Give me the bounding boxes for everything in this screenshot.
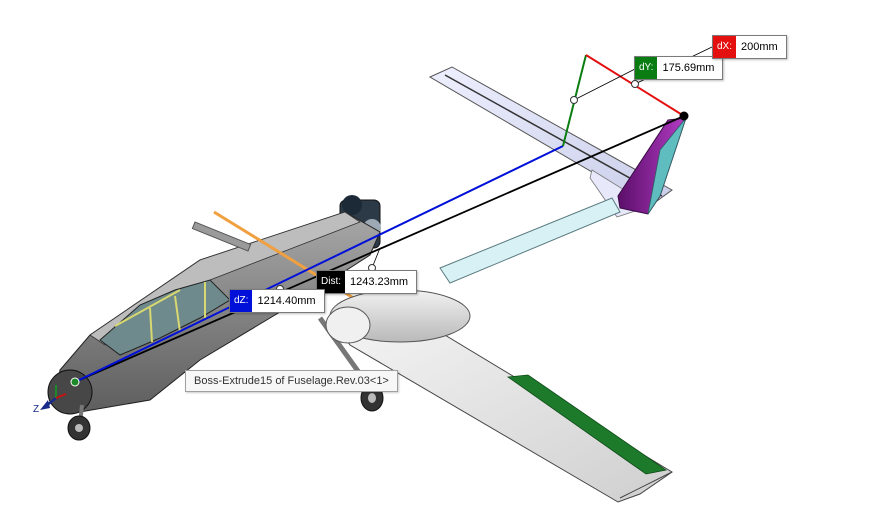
dz-value: 1214.40mm: [252, 290, 324, 312]
dist-callout[interactable]: Dist: 1243.23mm: [316, 270, 418, 294]
engine-pod: [325, 289, 471, 344]
dy-key: dY:: [635, 57, 658, 79]
dy-value: 175.69mm: [657, 57, 723, 79]
dist-key: Dist:: [317, 271, 345, 293]
main-wing: [339, 319, 673, 503]
dz-key: dZ:: [230, 290, 253, 312]
dist-value: 1243.23mm: [345, 271, 417, 293]
dy-callout[interactable]: dY: 175.69mm: [634, 56, 724, 80]
tail-boom: [439, 197, 621, 284]
dx-value: 200mm: [736, 36, 786, 58]
dx-key: dX:: [713, 36, 737, 58]
z-axis-label: Z: [33, 404, 40, 415]
dx-handle[interactable]: [631, 80, 639, 88]
dz-line: [74, 145, 564, 383]
vertical-tail-fin: [617, 117, 687, 215]
coordinate-triad: [40, 385, 67, 410]
dx-callout[interactable]: dX: 200mm: [712, 35, 787, 59]
dy-handle[interactable]: [570, 96, 578, 104]
dz-callout[interactable]: dZ: 1214.40mm: [229, 289, 325, 313]
feature-tooltip: Boss-Extrude15 of Fuselage.Rev.03<1>: [185, 370, 398, 392]
